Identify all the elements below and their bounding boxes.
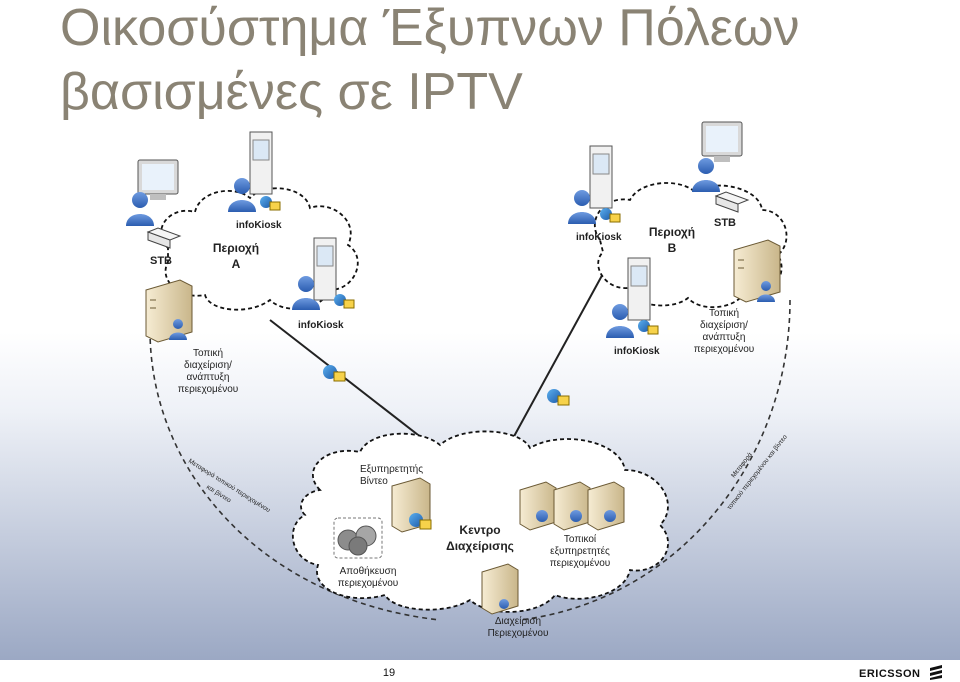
area-b-label-line2: Β (668, 241, 677, 255)
content-management-server-icon (481, 563, 519, 615)
area-a-stb-user-icon (126, 192, 154, 226)
local-content-servers-label-line1: Τοπικοί (564, 533, 597, 545)
ericsson-logo-icon (930, 665, 942, 680)
area-a-stb-label: STB (150, 255, 172, 267)
area-a-local-mgmt-line1: Τοπική (193, 347, 223, 359)
area-b-kiosk-bottom-label: infoKiosk (614, 346, 660, 357)
management-center-label-line1: Κεντρο (459, 523, 500, 537)
area-b-local-server-icon (733, 239, 781, 303)
content-storage-label-line1: Αποθήκευση (340, 565, 397, 577)
link-area-a-center (269, 319, 441, 453)
area-b-label-line1: Περιοχή (649, 225, 695, 239)
area-a-local-mgmt-line3: ανάπτυξη (187, 371, 230, 383)
local-content-servers-label-line2: εξυπηρετητές (550, 545, 610, 557)
link-a-globe-icon (323, 365, 346, 382)
area-a-local-mgmt-line4: περιεχομένου (178, 383, 239, 395)
area-b-stb-monitor (701, 121, 743, 162)
area-b-kiosk-bottom-icon (627, 257, 651, 321)
area-b-kiosk-bottom-globe-icon (638, 320, 659, 335)
area-a-kiosk-bottom-icon (313, 237, 337, 301)
area-b-stb-box-icon (714, 191, 750, 213)
slide-title-line1: Οικοσύστημα Έξυπνων Πόλεων (60, 0, 800, 57)
area-b-kiosk-top-globe-icon (600, 208, 621, 223)
content-management-label-line1: Διαχείριση (495, 615, 541, 627)
area-b-kiosk-bottom-user-icon (606, 304, 634, 338)
ericsson-logo-text: ERICSSON (859, 668, 921, 680)
footer-bar (0, 660, 960, 682)
area-a-local-server-user-icon (169, 319, 187, 340)
local-content-server-2-icon (553, 481, 591, 531)
local-content-server-3-icon (587, 481, 625, 531)
left-transport-arc (149, 329, 441, 621)
local-content-server-1-icon (519, 481, 557, 531)
video-server-label-line1: Εξυπηρετητής (360, 463, 423, 475)
content-storage-icon (333, 517, 383, 559)
slide-title-line2: βασισμένες σε IPTV (60, 63, 523, 121)
area-b-local-mgmt-line3: ανάπτυξη (703, 331, 746, 343)
right-transport-arc (519, 299, 791, 621)
area-b-local-mgmt-line4: περιεχομένου (694, 343, 755, 355)
area-b-local-mgmt-line2: διαχείριση/ (700, 319, 748, 331)
area-a-kiosk-bottom-globe-icon (334, 294, 355, 309)
link-b-globe-icon (547, 389, 570, 406)
area-b-stb-label: STB (714, 217, 736, 229)
content-storage-label-line2: περιεχομένου (338, 577, 399, 589)
link-area-b-center (511, 269, 606, 441)
area-a-local-server-icon (145, 279, 193, 343)
video-server-label-line2: Βίντεο (360, 475, 388, 487)
area-a-kiosk-bottom-user-icon (292, 276, 320, 310)
area-a-kiosk-top-label: infoKiosk (236, 220, 282, 231)
local-content-servers-label-line3: περιεχομένου (550, 557, 611, 569)
area-a-stb-monitor (137, 159, 179, 200)
area-b-kiosk-top-label: infoKiosk (576, 232, 622, 243)
area-a-kiosk-top-globe-icon (260, 196, 281, 211)
area-a-stb-box-icon (146, 227, 182, 249)
center-cloud (291, 430, 669, 613)
area-a-label-line1: Περιοχή (213, 241, 259, 255)
area-a-kiosk-top-icon (249, 131, 273, 195)
management-center-label-line2: Διαχείρισης (446, 539, 514, 553)
area-a-kiosk-bottom-label: infoKiosk (298, 320, 344, 331)
area-b-local-server-user-icon (757, 281, 775, 302)
area-a-label-line2: Α (232, 257, 241, 271)
area-a-kiosk-top-user-icon (228, 178, 256, 212)
area-b-kiosk-top-user-icon (568, 190, 596, 224)
area-a-local-mgmt-line2: διαχείριση/ (184, 359, 232, 371)
area-b-local-mgmt-line1: Τοπική (709, 307, 739, 319)
page-number: 19 (382, 667, 396, 679)
area-b-stb-user-icon (692, 158, 720, 192)
content-management-label-line2: Περιεχομένου (488, 627, 549, 639)
video-server-globe-icon (409, 513, 432, 530)
area-b-kiosk-top-icon (589, 145, 613, 209)
